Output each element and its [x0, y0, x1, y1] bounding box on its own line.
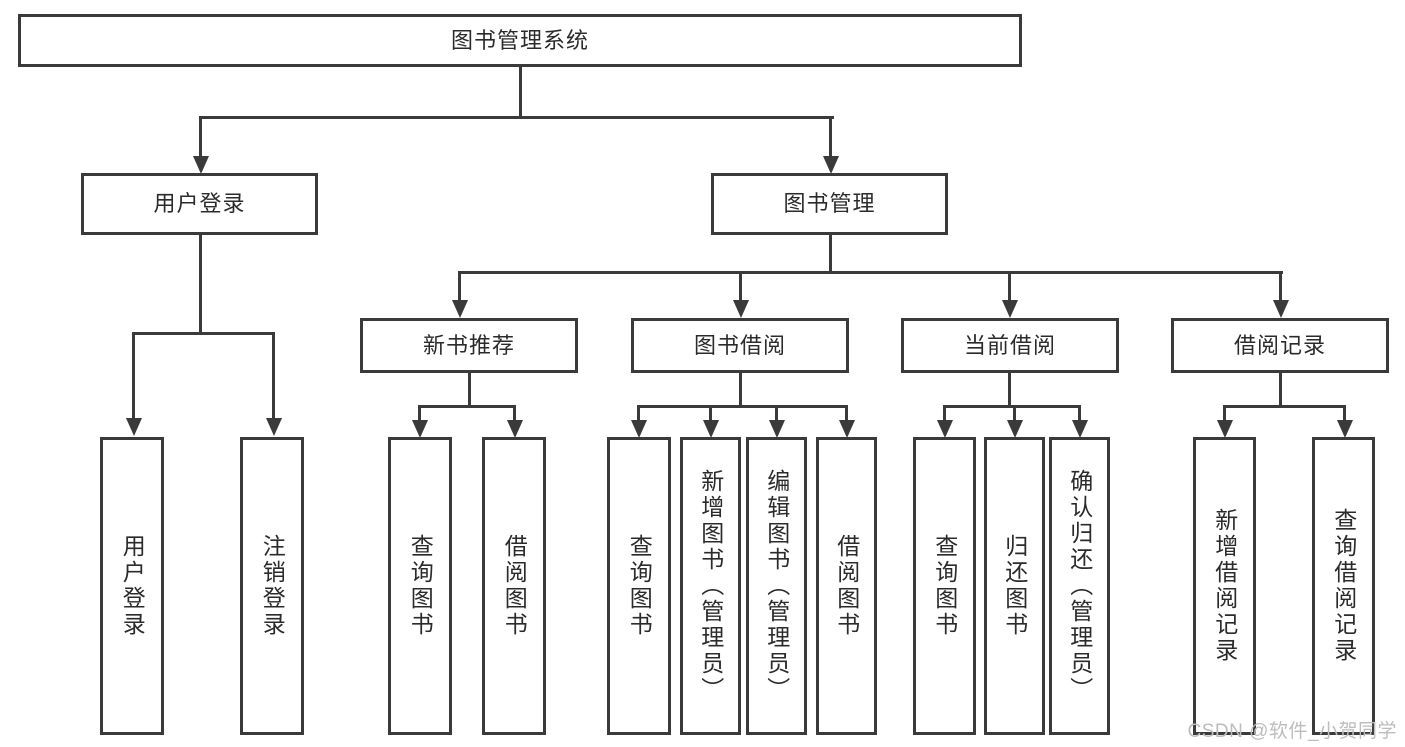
connector-root-drop-right [829, 116, 832, 156]
connector-l3-bar-2 [637, 405, 848, 408]
connector-root-stem [519, 67, 522, 118]
connector-l3-stem-4 [1279, 373, 1282, 407]
arrowhead-user-login-1 [125, 418, 142, 436]
connector-l3-bar-4 [1223, 405, 1346, 408]
connector-l4-drop-6 [845, 405, 848, 420]
connector-root-drop-left [199, 116, 202, 156]
arrowhead-l4-8 [1006, 420, 1023, 438]
node-borrow-edit-book[interactable]: 编辑图书（管理员） [746, 437, 807, 735]
node-root-system[interactable]: 图书管理系统 [18, 14, 1022, 67]
arrowhead-l4-9 [1071, 420, 1088, 438]
connector-user-login-bar [132, 332, 275, 335]
node-new-book-recommend[interactable]: 新书推荐 [360, 318, 578, 373]
connector-l3-bar-1 [418, 405, 516, 408]
node-current-borrow[interactable]: 当前借阅 [901, 318, 1119, 373]
arrowhead-l4-6 [838, 420, 855, 438]
node-recommend-query-book[interactable]: 查询图书 [388, 437, 452, 735]
node-borrow-add-book[interactable]: 新增图书（管理员） [680, 437, 741, 735]
arrowhead-root-to-book-manage [822, 156, 839, 174]
connector-l4-drop-7 [943, 405, 946, 420]
arrowhead-book-manage-3 [1001, 300, 1018, 318]
arrowhead-l4-3 [630, 420, 647, 438]
connector-user-login-drop-1 [132, 332, 135, 418]
node-book-manage[interactable]: 图书管理 [711, 173, 948, 235]
arrowhead-l4-10 [1216, 420, 1233, 438]
node-recommend-borrow-book[interactable]: 借阅图书 [482, 437, 546, 735]
node-record-query[interactable]: 查询借阅记录 [1312, 437, 1375, 735]
connector-user-login-stem [199, 235, 202, 334]
arrowhead-root-to-user-login [192, 156, 209, 174]
arrowhead-book-manage-4 [1272, 300, 1289, 318]
connector-user-login-drop-2 [272, 332, 275, 418]
node-book-borrow[interactable]: 图书借阅 [631, 318, 849, 373]
connector-l3-stem-1 [468, 373, 471, 407]
node-borrow-borrow-book[interactable]: 借阅图书 [816, 437, 877, 735]
arrowhead-l4-7 [936, 420, 953, 438]
node-user-login[interactable]: 用户登录 [81, 173, 318, 235]
arrowhead-l4-5 [768, 420, 785, 438]
connector-l4-drop-4 [709, 405, 712, 420]
connector-l4-drop-8 [1013, 405, 1016, 420]
connector-l3-stem-3 [1008, 373, 1011, 407]
connector-l4-drop-5 [775, 405, 778, 420]
arrowhead-book-manage-2 [732, 300, 749, 318]
connector-book-manage-drop-3 [1008, 271, 1011, 300]
node-current-return-book[interactable]: 归还图书 [984, 437, 1045, 735]
node-borrow-query-book[interactable]: 查询图书 [607, 437, 671, 735]
connector-l4-drop-2 [513, 405, 516, 420]
connector-book-manage-stem [829, 235, 832, 273]
arrowhead-user-login-2 [265, 418, 282, 436]
node-user-login-do[interactable]: 用户登录 [100, 437, 164, 735]
node-borrow-record[interactable]: 借阅记录 [1171, 318, 1389, 373]
connector-book-manage-drop-4 [1279, 271, 1282, 300]
connector-l4-drop-3 [637, 405, 640, 420]
arrowhead-l4-2 [506, 420, 523, 438]
connector-book-manage-bar [458, 271, 1283, 274]
node-current-query-book[interactable]: 查询图书 [913, 437, 976, 735]
connector-l3-bar-3 [943, 405, 1081, 408]
connector-l4-drop-10 [1223, 405, 1226, 420]
arrowhead-l4-11 [1336, 420, 1353, 438]
connector-book-manage-drop-1 [458, 271, 461, 300]
node-user-logout[interactable]: 注销登录 [240, 437, 304, 735]
arrowhead-book-manage-1 [451, 300, 468, 318]
node-current-confirm-return[interactable]: 确认归还（管理员） [1049, 437, 1110, 735]
connector-l4-drop-9 [1078, 405, 1081, 420]
connector-l3-stem-2 [739, 373, 742, 407]
arrowhead-l4-4 [702, 420, 719, 438]
node-record-add[interactable]: 新增借阅记录 [1193, 437, 1256, 735]
connector-l4-drop-11 [1343, 405, 1346, 420]
connector-l4-drop-1 [418, 405, 421, 420]
connector-root-bar [199, 116, 834, 119]
arrowhead-l4-1 [411, 420, 428, 438]
connector-book-manage-drop-2 [739, 271, 742, 300]
